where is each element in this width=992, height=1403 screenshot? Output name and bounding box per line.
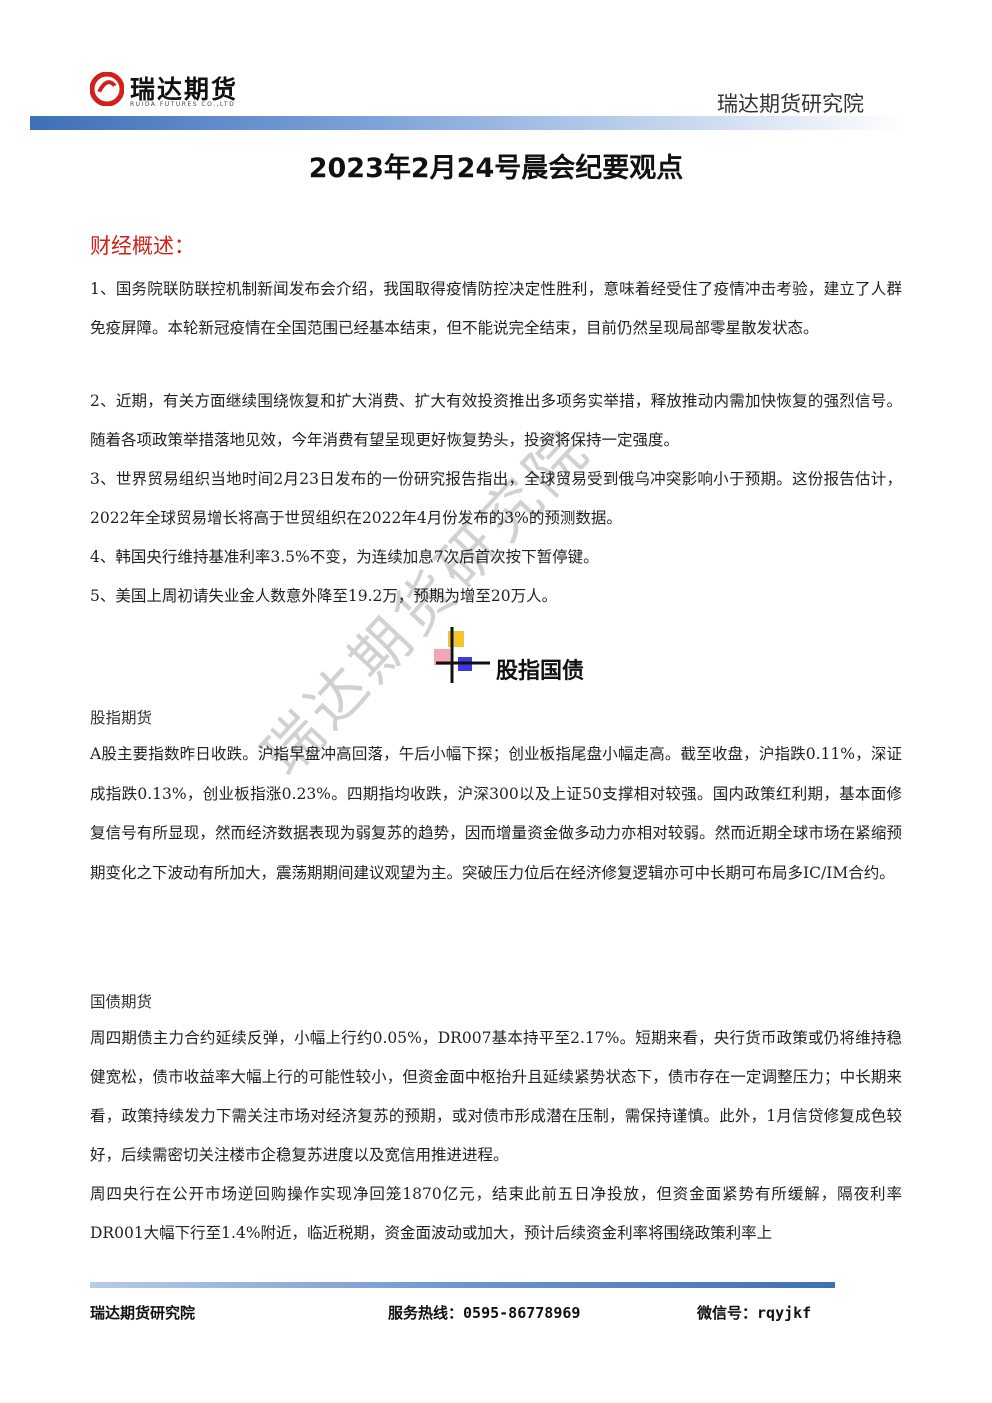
footer-divider [90, 1282, 835, 1288]
section-heading-text: 股指国债 [496, 659, 585, 684]
section-heading-stock-bond: 股指国债 [432, 625, 632, 685]
finance-item-4: 4、韩国央行维持基准利率3.5%不变，为连续加息7次后首次按下暂停键。 [90, 548, 599, 566]
footer-hotline: 服务热线：0595-86778969 [388, 1302, 580, 1323]
logo-subtext: RUIDA FUTURES CO.,LTD [130, 101, 236, 108]
logo-text: 瑞达期货 [130, 75, 239, 104]
bond-futures-label: 国债期货 [90, 993, 153, 1011]
stock-futures-label: 股指期货 [90, 709, 153, 727]
footer-wechat-label: 微信号： [697, 1304, 758, 1322]
finance-item-3: 3、世界贸易组织当地时间2月23日发布的一份研究报告指出，全球贸易受到俄乌冲突影… [90, 470, 902, 527]
footer-institute: 瑞达期货研究院 [90, 1304, 196, 1322]
bond-futures-text-1: 周四期债主力合约延续反弹，小幅上行约0.05%，DR007基本持平至2.17%。… [90, 1029, 902, 1164]
finance-item-1: 1、国务院联防联控机制新闻发布会介绍，我国取得疫情防控决定性胜利，意味着经受住了… [90, 280, 902, 337]
stock-futures-text: A股主要指数昨日收跌。沪指早盘冲高回落，午后小幅下探；创业板指尾盘小幅走高。截至… [90, 745, 902, 882]
page-title: 2023年2月24号晨会纪要观点 [308, 153, 684, 184]
bond-futures-text-2: 周四央行在公开市场逆回购操作实现净回笼1870亿元，结束此前五日净投放，但资金面… [90, 1185, 902, 1242]
header-institute: 瑞达期货研究院 [717, 92, 864, 116]
finance-item-5: 5、美国上周初请失业金人数意外降至19.2万，预期为增至20万人。 [90, 587, 558, 605]
footer-wechat-id: rqyjkf [757, 1304, 812, 1322]
finance-heading: 财经概述： [90, 234, 195, 258]
page-header: 瑞达期货 RUIDA FUTURES CO.,LTD 瑞达期货研究院 [0, 0, 992, 140]
footer-wechat: 微信号：rqyjkf [697, 1302, 811, 1323]
ruida-logo-icon [90, 72, 124, 106]
section-decoration-icon [434, 627, 490, 683]
finance-item-2: 2、近期，有关方面继续围绕恢复和扩大消费、扩大有效投资推出多项务实举措，释放推动… [90, 392, 902, 449]
footer-hotline-label: 服务热线： [388, 1304, 464, 1322]
footer-hotline-number: 0595-86778969 [463, 1304, 581, 1322]
company-logo: 瑞达期货 RUIDA FUTURES CO.,LTD [90, 70, 260, 114]
header-divider-bar [30, 116, 905, 130]
